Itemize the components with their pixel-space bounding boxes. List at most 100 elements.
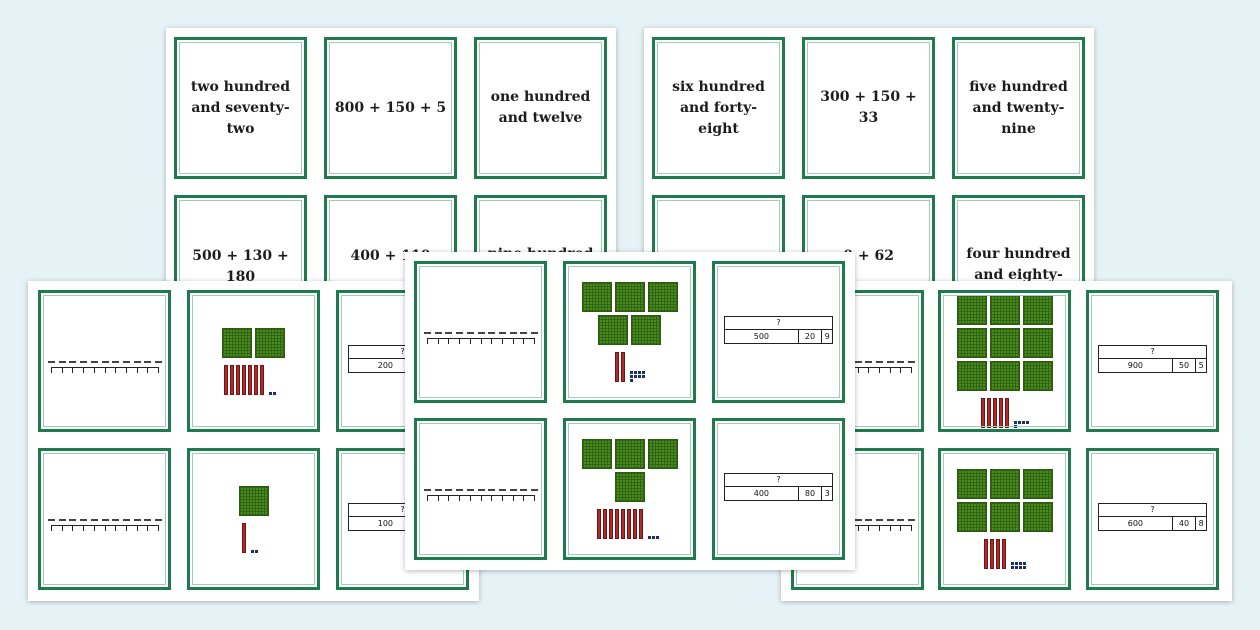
bar-model-card[interactable]: ? 400 80 3 [712, 418, 845, 560]
one-cube [629, 375, 633, 378]
one-cube [1014, 566, 1018, 569]
base-ten-blocks-icon [190, 451, 317, 587]
hundred-block [255, 327, 285, 358]
number-line-tick [534, 495, 535, 501]
word-card[interactable]: two hundred and seventy-two [174, 37, 307, 179]
number-line-tick-label [101, 519, 109, 521]
number-line-tick [158, 367, 159, 373]
number-line-tick-label [133, 519, 141, 521]
hundreds-row [956, 502, 1053, 532]
card-text: two hundred and seventy-two [190, 78, 291, 137]
ones-group [250, 549, 266, 553]
ten-rod [241, 522, 246, 553]
one-cube [1025, 420, 1029, 424]
number-line-tick-label [875, 361, 883, 363]
base-ten-card[interactable] [938, 290, 1071, 432]
ten-rod [620, 352, 625, 382]
bar-model-total: ? [1098, 503, 1207, 517]
hundreds-row [956, 327, 1053, 358]
one-cube [1018, 562, 1022, 565]
tens-and-ones [596, 509, 663, 539]
one-cube [1010, 562, 1014, 565]
number-line-tick-label [144, 519, 152, 521]
bar-model-total: ? [724, 316, 833, 330]
hundred-block [956, 327, 987, 358]
base-ten-card[interactable] [563, 418, 696, 560]
bar-model-total: ? [724, 473, 833, 487]
base-ten-blocks-icon [941, 451, 1068, 587]
bar-model-part: 200 [377, 360, 394, 370]
number-line-tick [115, 525, 117, 531]
one-cube [647, 536, 651, 539]
one-cube [1013, 424, 1017, 428]
number-line-card[interactable] [38, 290, 171, 432]
one-cube [250, 549, 254, 553]
number-line-tick-label [520, 332, 528, 334]
ten-rod [602, 509, 607, 539]
one-cube [1021, 420, 1025, 424]
number-line-tick [72, 525, 74, 531]
bar-model-part: 50 [1171, 359, 1196, 372]
number-line-tick-label [897, 361, 905, 363]
bar-model-card[interactable]: ? 900 50 5 [1086, 290, 1219, 432]
bar-model-card[interactable]: ? 600 40 8 [1086, 448, 1219, 590]
number-line-card[interactable] [38, 448, 171, 590]
number-line-tick-label [424, 332, 431, 334]
number-line-card[interactable] [414, 261, 547, 403]
base-ten-card[interactable] [563, 261, 696, 403]
number-line-tick [501, 495, 503, 501]
word-card[interactable]: one hundred and twelve [474, 37, 607, 179]
hundred-block [238, 485, 269, 516]
number-line-tick-label [854, 519, 862, 521]
number-line-tick [469, 338, 471, 344]
hundreds-row [581, 282, 678, 312]
ten-rod [229, 364, 234, 395]
bar-model-part: 40 [1171, 517, 1196, 530]
word-card[interactable]: six hundred and forty-eight [652, 37, 785, 179]
ones-group [268, 391, 284, 395]
number-line-card[interactable] [414, 418, 547, 560]
ten-rod [253, 364, 258, 395]
number-line-tick-label [886, 361, 894, 363]
number-line-tick [147, 525, 149, 531]
number-line-tick [459, 338, 461, 344]
word-card[interactable]: 300 + 150 + 33 [802, 37, 935, 179]
hundreds-row [581, 439, 678, 469]
ten-rod [638, 509, 643, 539]
number-line-tick-label [69, 361, 77, 363]
number-line-tick [61, 367, 63, 373]
number-line-tick-label [155, 519, 162, 521]
one-cube [641, 371, 645, 374]
number-line-tick [427, 495, 428, 501]
one-cube [1014, 562, 1018, 565]
base-ten-card[interactable] [187, 290, 320, 432]
number-line-tick [125, 525, 127, 531]
word-card[interactable]: four hundred and eighty-three [952, 195, 1085, 298]
one-cube [1017, 420, 1021, 424]
word-card[interactable]: 800 + 150 + 5 [324, 37, 457, 179]
number-line-tick [911, 525, 912, 531]
bar-model-total: ? [1098, 345, 1207, 359]
bar-model-part: 80 [797, 487, 822, 500]
word-card[interactable]: five hundred and twenty-nine [952, 37, 1085, 179]
base-ten-blocks-icon [566, 421, 693, 557]
number-line-tick [878, 367, 880, 373]
front-center-worksheet: ? 500 20 9 ? 400 80 3 [405, 252, 855, 570]
number-line-tick-label [456, 332, 464, 334]
number-line-tick [534, 338, 535, 344]
base-ten-card[interactable] [187, 448, 320, 590]
one-cube [633, 371, 637, 374]
tens-and-ones [223, 364, 284, 395]
number-line-icon [424, 489, 538, 503]
bar-model-card[interactable]: ? 500 20 9 [712, 261, 845, 403]
number-line-tick [512, 495, 514, 501]
ten-rod [614, 509, 619, 539]
ones-group [1010, 562, 1026, 569]
number-line-tick-label [875, 519, 883, 521]
ones-group [1013, 420, 1029, 428]
ten-rod [980, 397, 985, 428]
number-line-tick [857, 367, 859, 373]
bar-model-part: 9 [821, 330, 832, 343]
hundred-block [989, 469, 1020, 499]
base-ten-card[interactable] [938, 448, 1071, 590]
